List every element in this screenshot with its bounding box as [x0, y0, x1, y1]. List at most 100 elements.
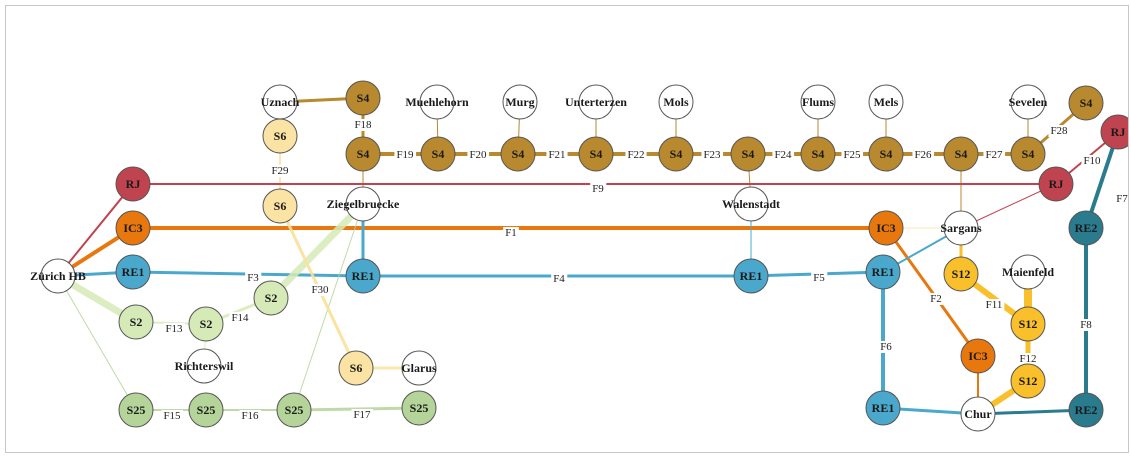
- train-label: S12: [952, 267, 971, 281]
- train-node-reE[interactable]: RE1: [865, 390, 901, 426]
- station-node-zurich[interactable]: Zürich HB: [30, 258, 86, 294]
- train-node-icC[interactable]: IC3: [960, 338, 996, 374]
- train-node-re2b[interactable]: RE2: [1068, 392, 1104, 428]
- edge-label-bg: [811, 272, 828, 284]
- train-node-s4d[interactable]: S4: [500, 136, 536, 172]
- train-label: S4: [880, 147, 893, 161]
- edge-label-bg: [269, 165, 292, 177]
- train-label: S25: [127, 403, 146, 417]
- train-node-reA[interactable]: RE1: [115, 254, 151, 290]
- train-node-s4i[interactable]: S4: [868, 136, 904, 172]
- node-circle: [1010, 306, 1046, 342]
- train-node-s4c[interactable]: S4: [420, 136, 456, 172]
- edge-label: F21: [548, 149, 565, 161]
- edge-label-bg: [229, 312, 252, 324]
- node-circle: [943, 136, 979, 172]
- edge-label-bg: [983, 149, 1006, 161]
- station-node-walen[interactable]: Walenstadt: [722, 186, 780, 222]
- edge-label: F6: [880, 341, 892, 353]
- train-node-reB[interactable]: RE1: [345, 258, 381, 294]
- train-node-s25a[interactable]: S25: [118, 392, 154, 428]
- station-node-richt[interactable]: Richterswil: [175, 348, 234, 384]
- node-circle: [943, 256, 979, 292]
- node-circle: [345, 80, 381, 116]
- edge-label-bg: [878, 341, 895, 353]
- station-node-unter[interactable]: Unterterzen: [565, 84, 627, 120]
- node-circle: [1010, 363, 1046, 399]
- train-node-s2c[interactable]: S2: [253, 280, 289, 316]
- station-node-uznach[interactable]: Uznach: [261, 84, 300, 120]
- train-label: RJ: [1111, 125, 1126, 139]
- station-node-mols[interactable]: Mols: [658, 84, 694, 120]
- train-node-s12b[interactable]: S12: [1010, 306, 1046, 342]
- train-label: RE1: [352, 269, 375, 283]
- node-circle: [253, 280, 289, 316]
- train-node-icA[interactable]: IC3: [115, 210, 151, 246]
- node-circle: [188, 306, 224, 342]
- station-node-sargans[interactable]: Sargans: [940, 210, 982, 246]
- train-node-s4j[interactable]: S4: [943, 136, 979, 172]
- train-label: S4: [357, 147, 370, 161]
- train-label: S4: [812, 147, 825, 161]
- edge-label: F10: [1083, 155, 1101, 167]
- node-circle: [502, 84, 538, 120]
- train-label: S4: [1080, 96, 1093, 110]
- train-node-rjC[interactable]: RJ: [1100, 114, 1129, 150]
- train-node-s2b[interactable]: S2: [188, 306, 224, 342]
- train-node-reC[interactable]: RE1: [733, 258, 769, 294]
- train-node-s2a[interactable]: S2: [118, 304, 154, 340]
- train-node-s6a[interactable]: S6: [262, 118, 298, 154]
- node-circle: [188, 392, 224, 428]
- train-node-s25d[interactable]: S25: [401, 390, 437, 426]
- station-label: Mels: [874, 95, 899, 109]
- edge-label-bg: [983, 299, 1005, 311]
- train-label: S25: [197, 403, 216, 417]
- train-label: S4: [357, 91, 370, 105]
- station-label: Mols: [663, 95, 689, 109]
- train-node-s4l[interactable]: S4: [1068, 85, 1104, 121]
- edge-line-icB-icC: [884, 226, 980, 358]
- edge-label: F3: [247, 272, 259, 284]
- node-circle: [943, 210, 979, 246]
- station-node-chur[interactable]: Chur: [960, 396, 996, 432]
- train-node-reD[interactable]: RE1: [865, 254, 901, 290]
- train-node-s4a[interactable]: S4: [345, 80, 381, 116]
- edge-label: F25: [843, 149, 861, 161]
- station-node-murg[interactable]: Murg: [502, 84, 538, 120]
- train-node-s4k[interactable]: S4: [1010, 136, 1046, 172]
- node-circle: [578, 136, 614, 172]
- node-circle: [578, 84, 614, 120]
- train-node-s6b[interactable]: S6: [262, 188, 298, 224]
- edge-label-bg: [351, 409, 374, 421]
- edge-line-zurich-s25a: [57, 275, 137, 411]
- train-node-re2a[interactable]: RE2: [1068, 210, 1104, 246]
- train-node-rjA[interactable]: RJ: [115, 166, 151, 202]
- station-node-glarus[interactable]: Glarus: [401, 350, 437, 386]
- station-node-muehl[interactable]: Muehlehorn: [405, 84, 469, 120]
- station-node-flums[interactable]: Flums: [800, 84, 836, 120]
- node-circle: [115, 166, 151, 202]
- station-node-ziegel[interactable]: Ziegelbruecke: [327, 186, 400, 222]
- edge-label: F26: [914, 149, 932, 161]
- train-node-s25c[interactable]: S25: [276, 392, 312, 428]
- edge-label: F9: [592, 183, 604, 195]
- train-node-s4b[interactable]: S4: [345, 136, 381, 172]
- train-node-rjB[interactable]: RJ: [1038, 166, 1074, 202]
- edge-label: F29: [271, 165, 289, 177]
- train-node-s12a[interactable]: S12: [943, 256, 979, 292]
- train-node-s6c[interactable]: S6: [338, 350, 374, 386]
- train-node-s4f[interactable]: S4: [658, 136, 694, 172]
- station-node-sevelen[interactable]: Sevelen: [1009, 84, 1048, 120]
- train-node-s12c[interactable]: S12: [1010, 363, 1046, 399]
- node-circle: [115, 210, 151, 246]
- train-node-s4h[interactable]: S4: [800, 136, 836, 172]
- train-node-s4e[interactable]: S4: [578, 136, 614, 172]
- train-node-s4g[interactable]: S4: [730, 136, 766, 172]
- train-node-s25b[interactable]: S25: [188, 392, 224, 428]
- train-node-icB[interactable]: IC3: [868, 210, 904, 246]
- station-node-mels[interactable]: Mels: [868, 84, 904, 120]
- station-node-maien[interactable]: Maienfeld: [1002, 254, 1054, 290]
- edge-label: F16: [241, 410, 259, 422]
- station-label: Flums: [802, 95, 834, 109]
